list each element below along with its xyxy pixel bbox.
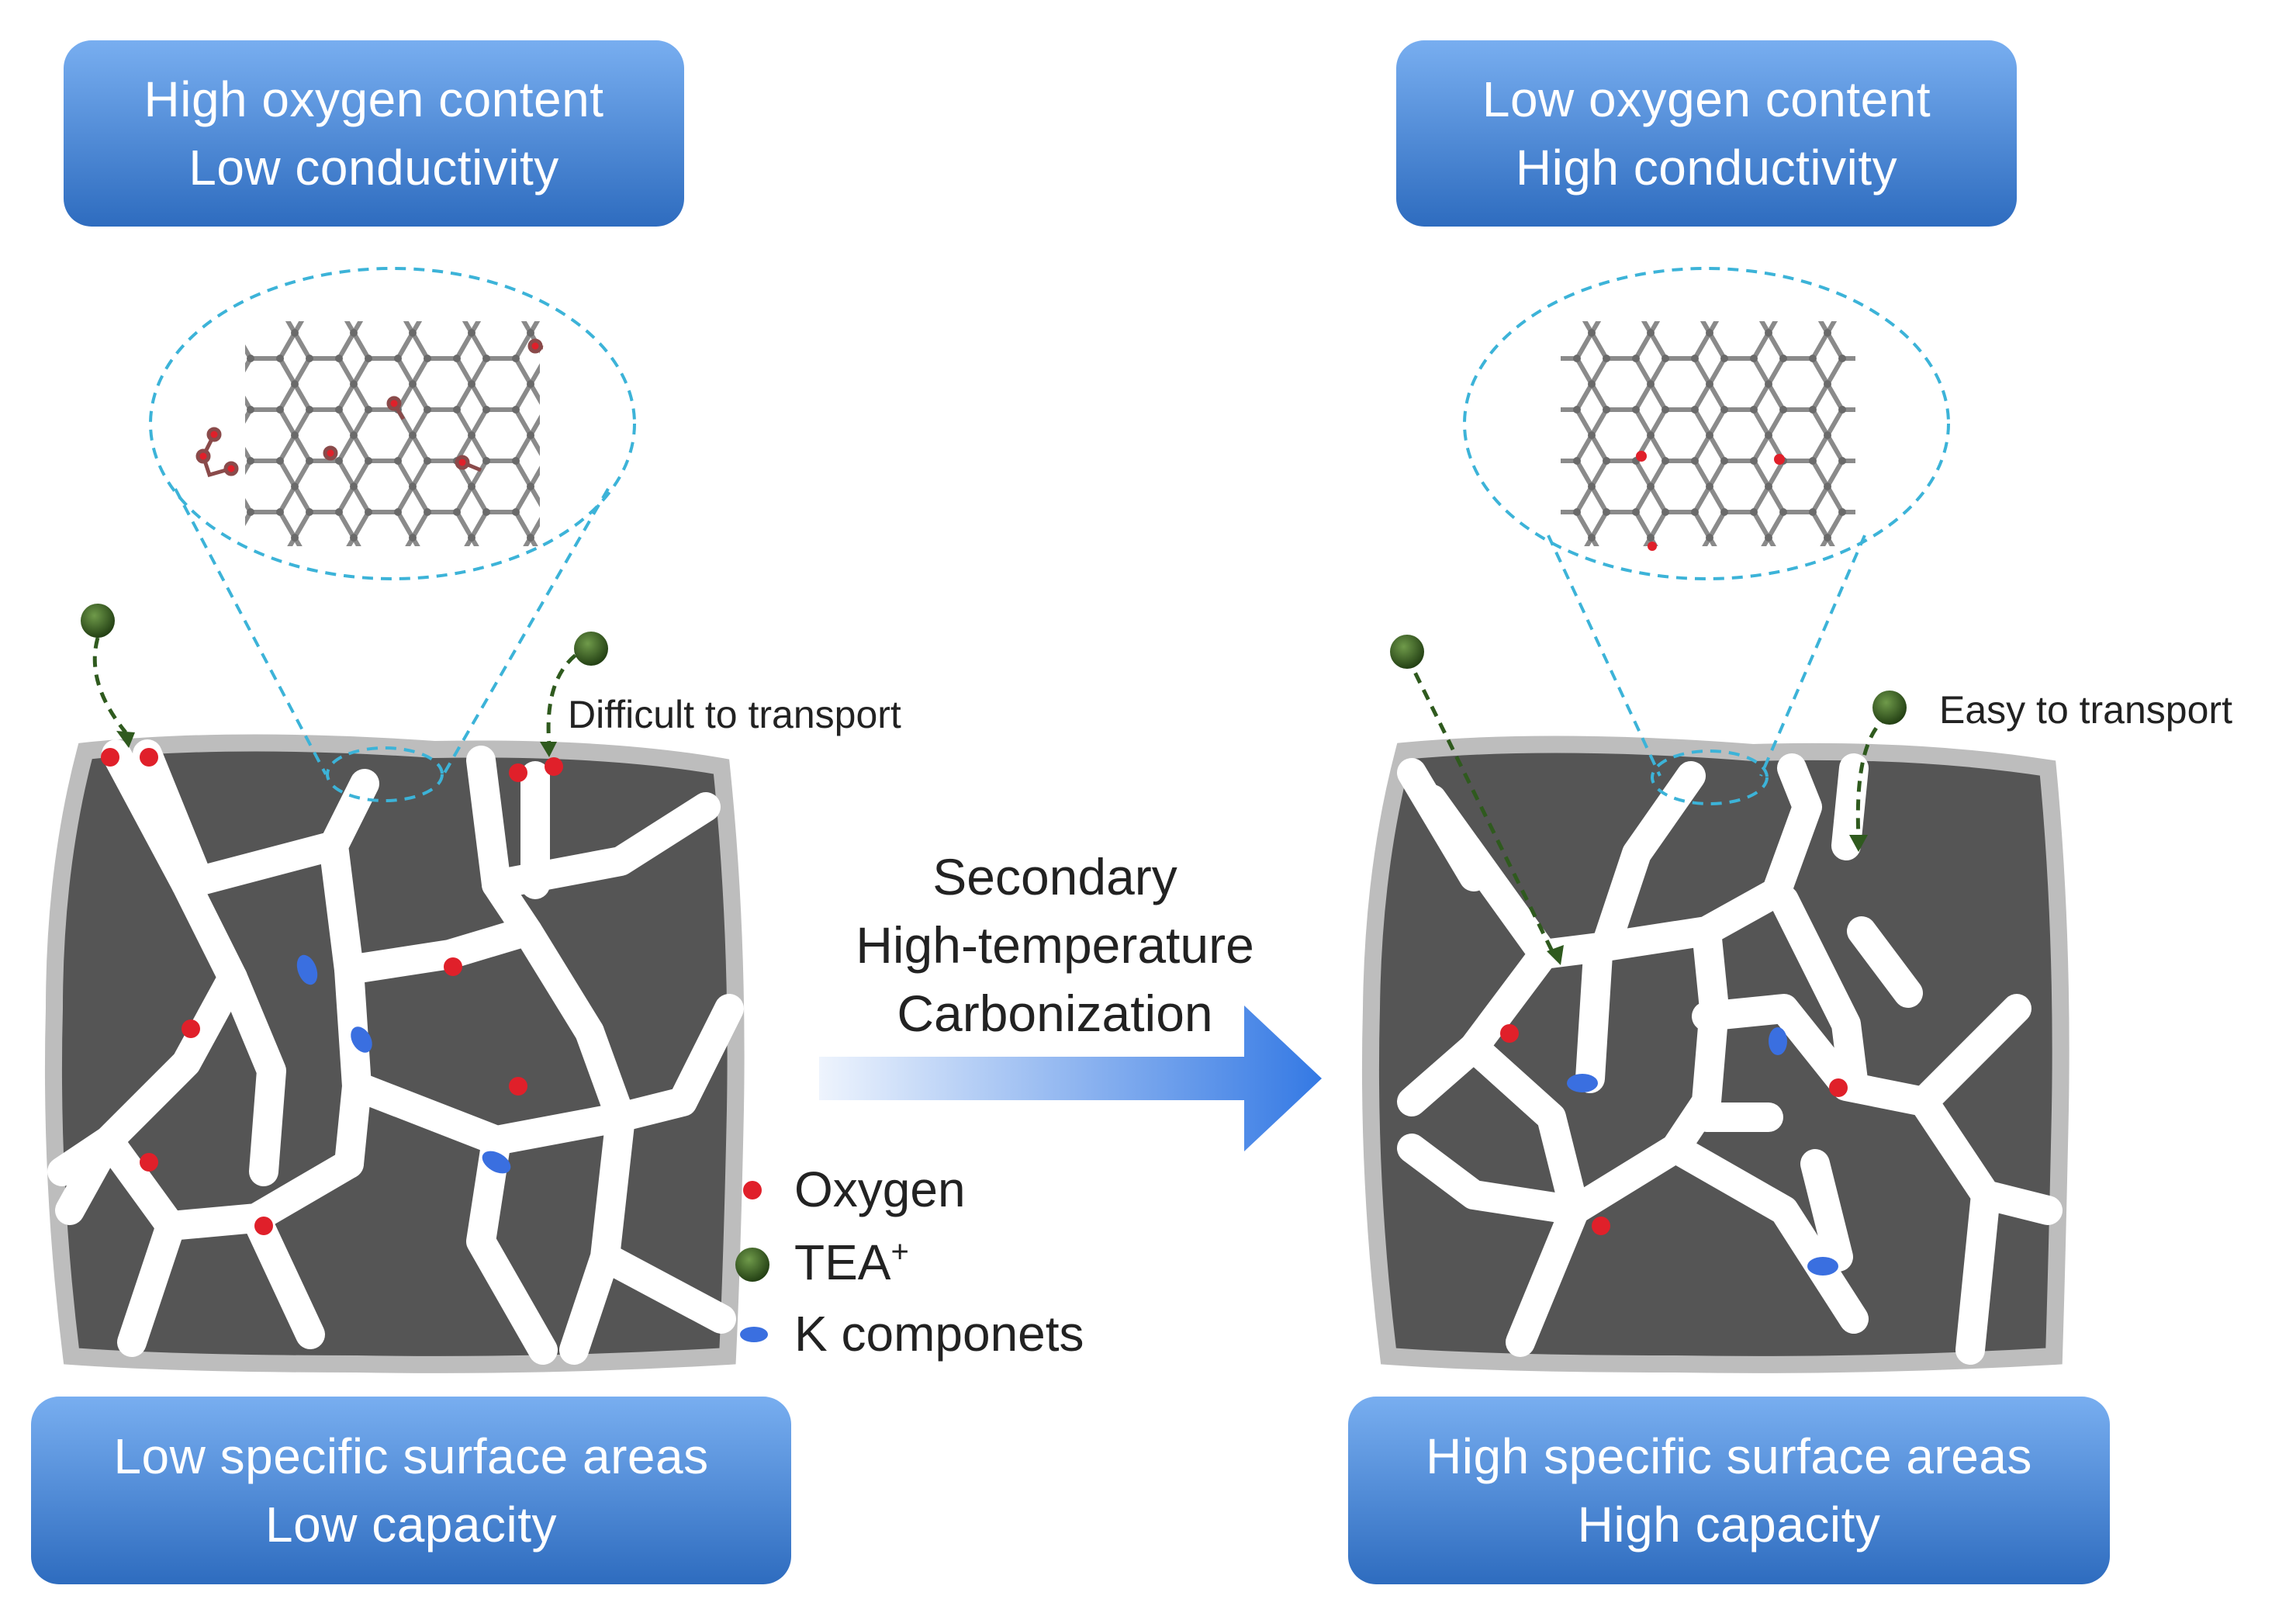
process-label: Secondary High-temperature Carbonization: [822, 843, 1288, 1047]
legend-tea-sup: +: [890, 1234, 909, 1269]
right-tea-ion-2: [1872, 691, 1907, 725]
left-tea-paths: [92, 637, 593, 746]
legend-tea-base: TEA: [794, 1234, 891, 1290]
process-label-line3: Carbonization: [897, 985, 1213, 1042]
right-carbon-block: [1361, 736, 2070, 1373]
right-top-label-line2: High conductivity: [1515, 140, 1898, 196]
right-oxygen-dots: [1500, 1024, 1848, 1235]
right-transport-note: Easy to transport: [1939, 688, 2232, 732]
right-top-label-line1: Low oxygen content: [1482, 71, 1931, 127]
legend-k-marker: [740, 1327, 768, 1342]
legend-k-label: K componets: [794, 1306, 1084, 1362]
left-tea-arrowheads: [116, 731, 557, 757]
left-graphene-lattice: [245, 321, 540, 546]
left-top-label: High oxygen content Low conductivity: [64, 40, 684, 227]
process-label-line2: High-temperature: [856, 916, 1254, 974]
left-bottom-label-box: [31, 1397, 791, 1584]
left-bottom-label-line1: Low specific surface areas: [113, 1428, 709, 1484]
right-top-label-box: [1396, 40, 2017, 227]
right-k-components: [1567, 1027, 1838, 1276]
left-k-components: [296, 954, 511, 1174]
right-tea-ion-1: [1390, 635, 1424, 669]
left-tea-ion-2: [574, 632, 608, 666]
right-pores: [1397, 753, 2063, 1365]
left-zoom: [149, 267, 636, 802]
right-bottom-label-line2: High capacity: [1577, 1497, 1881, 1552]
left-pores: [47, 739, 744, 1365]
right-zoom: [1463, 267, 1950, 805]
left-transport-note: Difficult to transport: [568, 693, 901, 736]
right-tea-arrowheads: [1547, 835, 1868, 965]
legend-tea-label: TEA+: [794, 1234, 909, 1291]
legend-oxygen-marker: [743, 1181, 762, 1199]
right-graphene-lattice: [1561, 321, 1855, 546]
right-bottom-label-line1: High specific surface areas: [1426, 1428, 2032, 1484]
left-oxygen-dots: [101, 748, 563, 1235]
process-arrow: [819, 1006, 1322, 1151]
legend-oxygen-label: Oxygen: [794, 1161, 966, 1217]
left-top-label-box: [64, 40, 684, 227]
left-bottom-label: Low specific surface areas Low capacity: [31, 1397, 791, 1584]
right-bottom-label: High specific surface areas High capacit…: [1348, 1397, 2110, 1584]
right-bottom-label-box: [1348, 1397, 2110, 1584]
legend-tea-marker: [735, 1248, 769, 1282]
right-top-label: Low oxygen content High conductivity: [1396, 40, 2017, 227]
right-lattice-oxygen-groups: [1636, 451, 1785, 551]
left-tea-ion-1: [81, 604, 115, 638]
left-top-label-line2: Low conductivity: [188, 140, 559, 196]
left-carbon-block: [44, 734, 745, 1373]
left-top-label-line1: High oxygen content: [144, 71, 604, 127]
process-label-line1: Secondary: [932, 848, 1177, 905]
left-lattice-oxygen-groups: [195, 338, 544, 478]
left-bottom-label-line2: Low capacity: [265, 1497, 557, 1552]
